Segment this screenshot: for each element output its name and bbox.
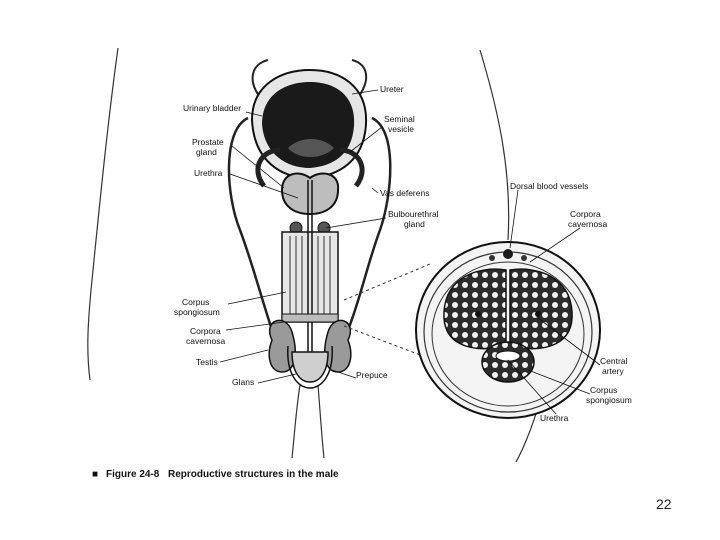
label-prostate-gland-1: Prostate	[192, 137, 224, 147]
label-urethra-left: Urethra	[194, 168, 223, 178]
label-dorsal-blood-vessels: Dorsal blood vessels	[510, 181, 588, 191]
label-glans: Glans	[232, 377, 254, 387]
label-corpus-spongiosum-right-1: Corpus	[590, 385, 617, 395]
label-vas-deferens: Vas deferens	[380, 188, 429, 198]
leader-lines	[219, 89, 601, 415]
corpus-spongiosum-section	[481, 341, 535, 383]
prostate-gland	[280, 172, 340, 216]
penis-shaft	[281, 231, 339, 323]
sagittal-view	[227, 59, 392, 389]
label-central-artery-2: artery	[602, 366, 624, 376]
label-corpus-spongiosum-left-2: spongiosum	[174, 307, 220, 317]
label-corpora-cavernosa-right-2: cavernosa	[568, 219, 607, 229]
label-corpora-cavernosa-right-1: Corpora	[570, 209, 601, 219]
central-artery-right	[535, 311, 541, 317]
corpus-cavernosum-left	[443, 268, 507, 350]
label-testis: Testis	[196, 357, 218, 367]
urethra-section	[495, 350, 521, 362]
page-number: 22	[656, 496, 672, 512]
caption-title: Reproductive structures in the male	[168, 469, 339, 480]
caption-marker: ■	[92, 469, 98, 480]
cross-section	[415, 241, 601, 419]
corpus-cavernosum-right	[509, 268, 573, 350]
label-ureter: Ureter	[380, 84, 404, 94]
label-corpus-spongiosum-right-2: spongiosum	[586, 395, 632, 405]
label-corpora-cavernosa-left-1: Corpora	[190, 326, 221, 336]
label-prostate-gland-2: gland	[196, 147, 217, 157]
caption-figure-number: Figure 24-8	[106, 469, 160, 480]
label-corpus-spongiosum-left-1: Corpus	[182, 297, 209, 307]
label-corpora-cavernosa-left-2: cavernosa	[186, 336, 225, 346]
label-bulbourethral-2: gland	[404, 219, 425, 229]
label-seminal-vesicle-2: vesicle	[388, 124, 414, 134]
label-seminal-vesicle-1: Seminal	[384, 114, 415, 124]
glans	[291, 351, 329, 383]
label-prepuce: Prepuce	[356, 370, 388, 380]
label-urethra-right: Urethra	[540, 413, 569, 423]
section-connector-top	[343, 263, 431, 301]
central-artery-left	[475, 311, 481, 317]
dorsal-vessel	[503, 249, 513, 259]
label-bulbourethral-1: Bulbourethral	[388, 209, 439, 219]
label-central-artery-1: Central	[600, 356, 628, 366]
prepuce	[287, 345, 333, 389]
label-urinary-bladder: Urinary bladder	[183, 103, 241, 113]
